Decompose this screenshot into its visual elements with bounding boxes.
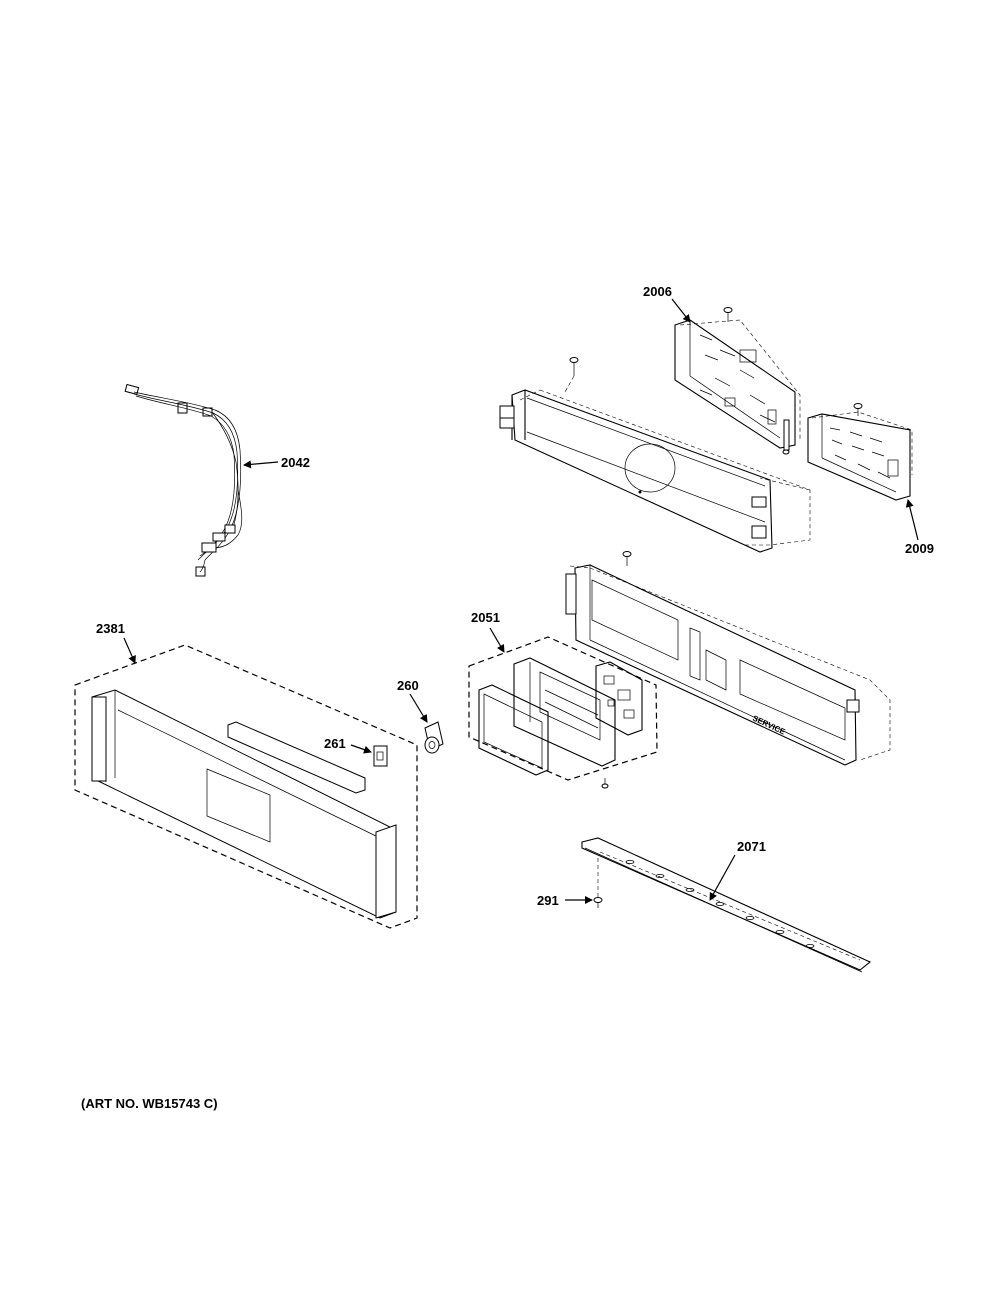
control-panel-2381: 261 2381 (74, 621, 418, 929)
callout-2071: 2071 (737, 839, 766, 854)
panel-marking: SERVICE (751, 714, 787, 737)
callout-2006: 2006 (643, 284, 672, 299)
control-board-2009: 2009 (807, 403, 934, 556)
callout-261: 261 (324, 736, 346, 751)
callout-291: 291 (537, 893, 559, 908)
display-module-2051: 2051 (468, 610, 658, 789)
art-number: (ART NO. WB15743 C) (81, 1096, 218, 1111)
control-bracket-assembly (499, 357, 811, 553)
callout-2051: 2051 (471, 610, 500, 625)
knob-260: 260 (397, 678, 444, 754)
callout-260: 260 (397, 678, 419, 693)
callout-2042: 2042 (281, 455, 310, 470)
control-board-2006: 2006 (643, 284, 801, 455)
wire-harness-2042: 2042 (124, 383, 310, 577)
rail-2071: 2071 (581, 837, 872, 973)
callout-2009: 2009 (905, 541, 934, 556)
screw-291: 291 (537, 893, 603, 908)
callout-2381: 2381 (96, 621, 125, 636)
